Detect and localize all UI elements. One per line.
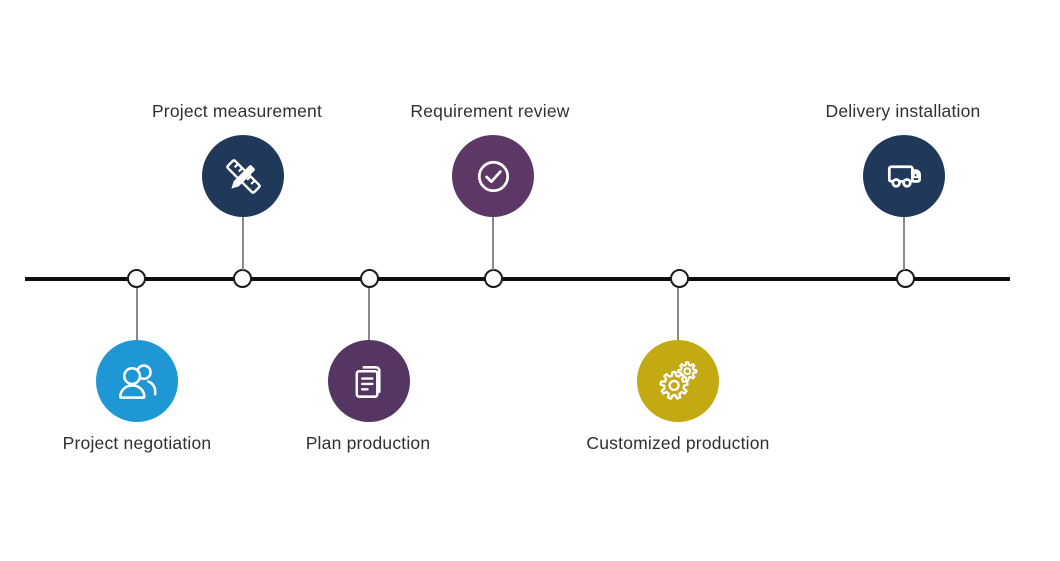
timeline-node: [484, 269, 503, 288]
check-circle-icon: [477, 160, 509, 192]
timeline-node: [896, 269, 915, 288]
people-icon: [118, 363, 157, 399]
connector-line: [677, 288, 679, 340]
connector-line: [242, 217, 244, 270]
step-label: Project measurement: [151, 101, 323, 121]
connector-line: [136, 288, 138, 340]
timeline-axis: [25, 277, 1010, 281]
step-label: Requirement review: [410, 101, 570, 121]
connector-line: [368, 288, 370, 340]
step-label: Customized production: [586, 433, 770, 453]
timeline-node: [360, 269, 379, 288]
connector-line: [492, 217, 494, 270]
step-icon-circle: [96, 340, 178, 422]
gears-icon: [658, 360, 697, 400]
step-label: Delivery installation: [825, 101, 981, 121]
connector-line: [903, 217, 905, 270]
timeline-node: [670, 269, 689, 288]
truck-icon: [887, 164, 921, 188]
step-label: Project negotiation: [62, 433, 212, 453]
step-icon-circle: [328, 340, 410, 422]
step-icon-circle: [202, 135, 284, 217]
step-icon-circle: [637, 340, 719, 422]
timeline-node: [127, 269, 146, 288]
step-icon-circle: [452, 135, 534, 217]
documents-icon: [354, 365, 381, 398]
ruler-pencil-icon: [225, 158, 261, 194]
step-label: Plan production: [305, 433, 431, 453]
step-icon-circle: [863, 135, 945, 217]
timeline-node: [233, 269, 252, 288]
